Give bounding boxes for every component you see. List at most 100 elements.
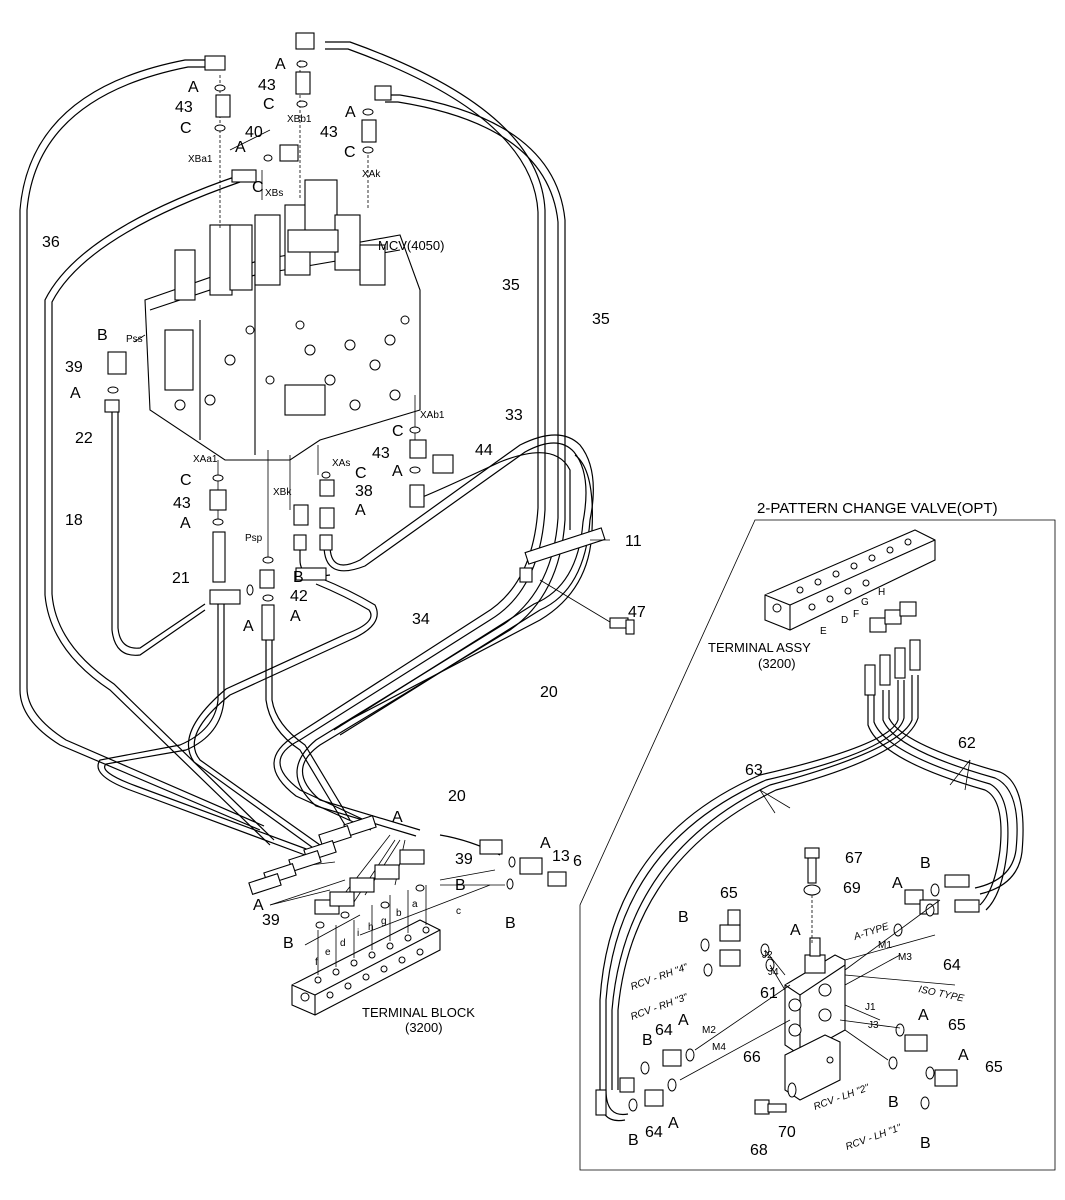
pilot-tubes — [19, 41, 594, 856]
letter-a: A — [668, 1115, 679, 1132]
part-43: 43 — [258, 77, 276, 94]
letter-a: A — [253, 897, 264, 914]
part-39: 39 — [262, 912, 280, 929]
part-35: 35 — [592, 311, 610, 328]
part-36: 36 — [42, 234, 60, 251]
letter-a: A — [243, 618, 254, 635]
letter-a: A — [392, 809, 403, 826]
part-35: 35 — [502, 277, 520, 294]
letter-c: C — [392, 423, 404, 440]
letter-a: A — [355, 502, 366, 519]
part-68: 68 — [750, 1142, 768, 1159]
inset-frame — [579, 519, 1056, 1171]
valve-port-m1: M1 — [878, 940, 892, 951]
part-64: 64 — [655, 1022, 673, 1039]
iso-type-label: ISO TYPE — [917, 984, 965, 1004]
port-xbs: XBs — [265, 188, 283, 199]
letter-b: B — [628, 1132, 639, 1149]
letter-a: A — [892, 875, 903, 892]
clamp-11 — [519, 527, 616, 626]
part-40: 40 — [245, 124, 263, 141]
letter-b: B — [920, 855, 931, 872]
assy-port-g: G — [861, 597, 869, 608]
assy-port-d: D — [841, 615, 848, 626]
part-70: 70 — [778, 1124, 796, 1141]
port-xak: XAk — [362, 169, 381, 180]
part-67: 67 — [845, 850, 863, 867]
letter-b: B — [283, 935, 294, 952]
valve-port-j4: J4 — [768, 967, 779, 978]
part-20: 20 — [540, 684, 558, 701]
valve-port-m2: M2 — [702, 1025, 716, 1036]
main-control-valve — [144, 179, 421, 461]
port-xbk: XBk — [273, 487, 292, 498]
part-47: 47 — [628, 604, 646, 621]
assy-port-f: F — [853, 609, 859, 620]
block-port-f: f — [315, 957, 318, 968]
letter-b: B — [678, 909, 689, 926]
letter-a: A — [958, 1047, 969, 1064]
letter-b: B — [293, 569, 304, 586]
part-69: 69 — [843, 880, 861, 897]
part-65: 65 — [985, 1059, 1003, 1076]
letter-c: C — [263, 96, 275, 113]
part-63: 63 — [745, 762, 763, 779]
letter-a: A — [540, 835, 551, 852]
part-66: 66 — [743, 1049, 761, 1066]
inset-leader-lines — [590, 539, 971, 1081]
letter-c: C — [180, 472, 192, 489]
port-xab1: XAb1 — [420, 410, 445, 421]
block-port-g: g — [381, 916, 387, 927]
block-port-e: e — [325, 947, 331, 958]
letter-a: A — [392, 463, 403, 480]
valve-port-j3: J3 — [868, 1020, 879, 1031]
letter-c: C — [344, 144, 356, 161]
terminal-block-code: (3200) — [405, 1020, 443, 1035]
letter-b: B — [505, 915, 516, 932]
part-64: 64 — [645, 1124, 663, 1141]
port-xba1: XBa1 — [188, 154, 213, 165]
inset-title: 2-PATTERN CHANGE VALVE(OPT) — [757, 500, 998, 517]
port-xas: XAs — [332, 458, 350, 469]
part-22: 22 — [75, 430, 93, 447]
valve-port-m3: M3 — [898, 952, 912, 963]
part-44: 44 — [475, 442, 493, 459]
terminal-block-label: TERMINAL BLOCK — [362, 1005, 475, 1020]
letter-a: A — [790, 922, 801, 939]
block-port-b: b — [396, 908, 402, 919]
part-43: 43 — [372, 445, 390, 462]
port-psp: Psp — [245, 533, 263, 544]
part-13: 13 — [552, 848, 570, 865]
letter-c: C — [180, 120, 192, 137]
part-43: 43 — [175, 99, 193, 116]
part-62: 62 — [958, 735, 976, 752]
part-20: 20 — [448, 788, 466, 805]
letter-a: A — [290, 608, 301, 625]
part-39: 39 — [455, 851, 473, 868]
terminal-assy-code: (3200) — [758, 656, 796, 671]
block-port-d: d — [340, 938, 346, 949]
letter-a: A — [235, 139, 246, 156]
port-xbb1: XBb1 — [287, 114, 312, 125]
part-65: 65 — [720, 885, 738, 902]
bolt-47 — [609, 617, 635, 635]
valve-port-j1: J1 — [865, 1002, 876, 1013]
part-39: 39 — [65, 359, 83, 376]
letter-a: A — [180, 515, 191, 532]
part-21: 21 — [172, 570, 190, 587]
part-34: 34 — [412, 611, 430, 628]
assy-port-h: H — [878, 587, 885, 598]
part-61: 61 — [760, 985, 778, 1002]
part-6: 6 — [573, 853, 582, 870]
block-port-i: i — [357, 928, 359, 939]
fittings — [104, 32, 567, 929]
block-port-h: h — [368, 922, 374, 933]
part-11: 11 — [625, 533, 642, 550]
terminal-assy — [764, 529, 936, 696]
block-port-c: c — [456, 906, 461, 917]
valve-port-m4: M4 — [712, 1042, 726, 1053]
letter-b: B — [455, 877, 466, 894]
letter-b: B — [888, 1094, 899, 1111]
part-38: 38 — [355, 483, 373, 500]
